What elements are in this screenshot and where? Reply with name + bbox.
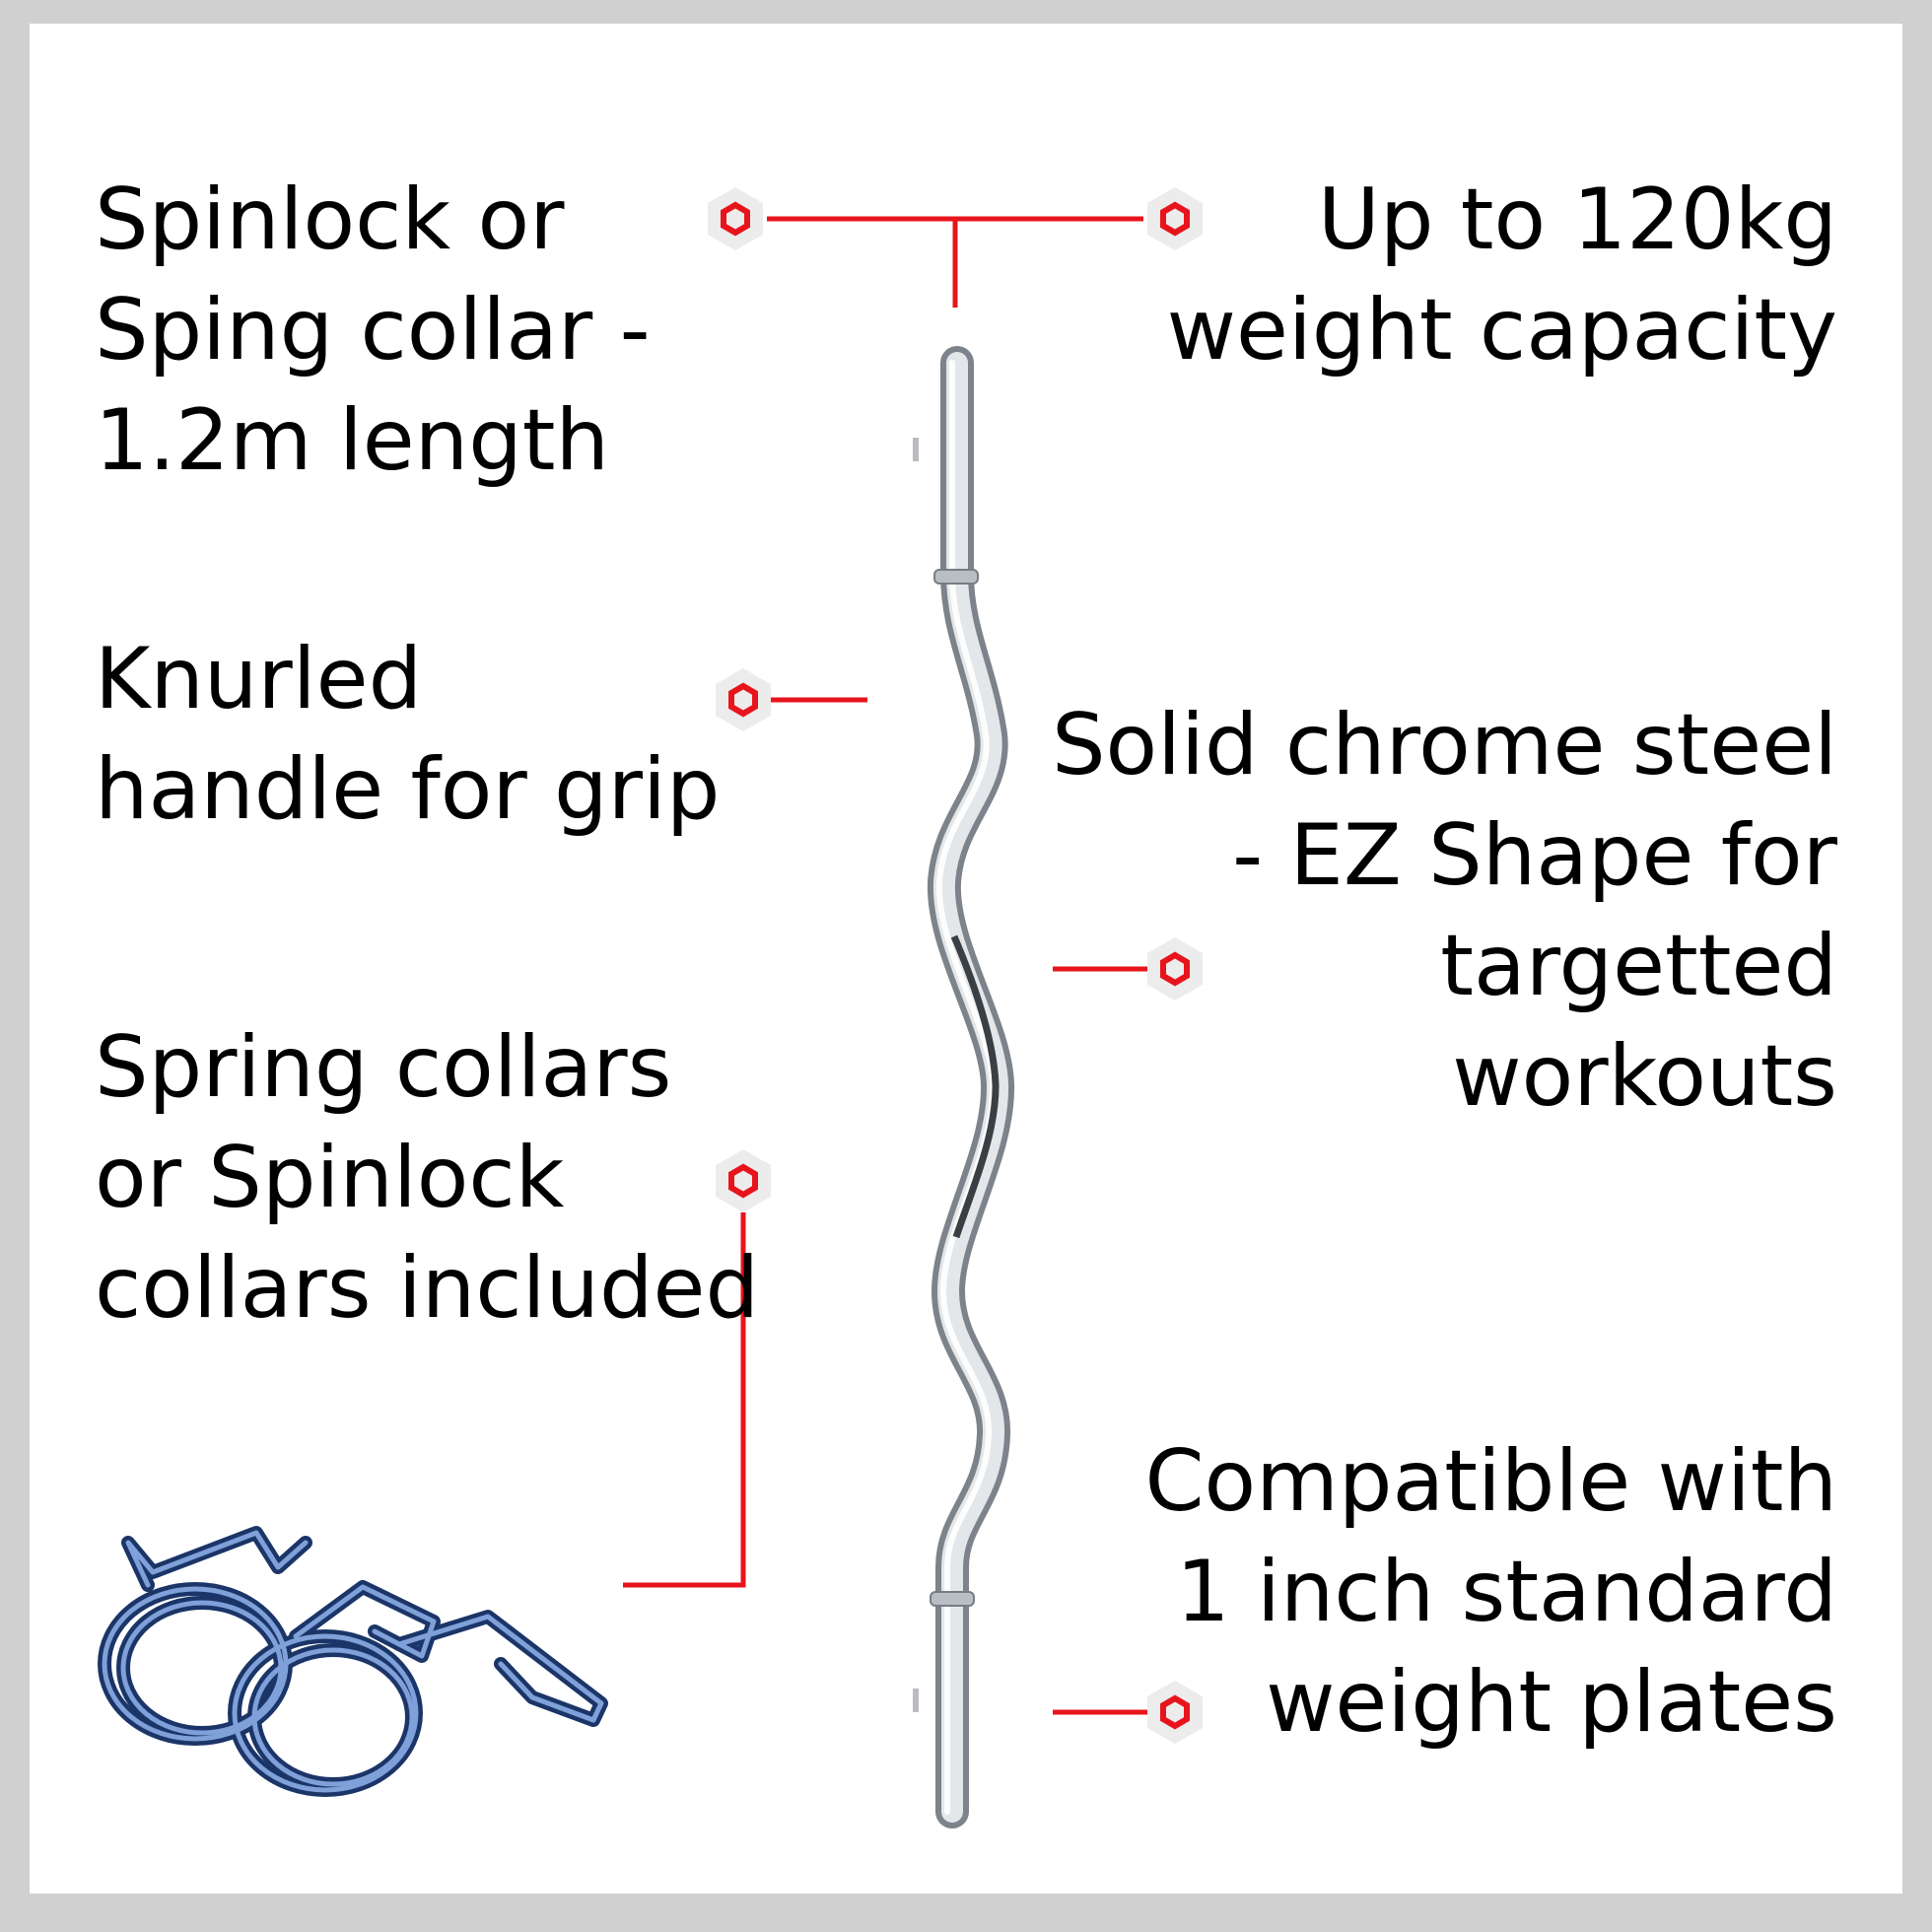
feature-text-line: Up to 120kg	[1317, 171, 1837, 269]
spring-collars	[98, 1526, 608, 1797]
feature-text-line: 1 inch standard	[1175, 1543, 1837, 1641]
connector-collars	[623, 1212, 746, 1588]
hexagon-marker-icon	[708, 187, 763, 250]
feature-collars-included: Spring collars or Spinlock collars inclu…	[95, 1012, 759, 1344]
feature-text-line: 1.2m length	[95, 391, 610, 490]
feature-text-line: workouts	[1452, 1027, 1837, 1126]
feature-text-line: Sping collar -	[95, 281, 651, 380]
feature-compatibility: Compatible with 1 inch standard weight p…	[1144, 1426, 1837, 1758]
feature-text-line: - EZ Shape for	[1232, 806, 1837, 905]
feature-text-line: Spring collars	[95, 1018, 672, 1117]
feature-text-line: handle for grip	[95, 740, 721, 839]
feature-chrome-steel: Solid chrome steel - EZ Shape for target…	[1052, 690, 1837, 1132]
feature-text-line: weight plates	[1266, 1653, 1837, 1752]
feature-text-line: Spinlock or	[95, 171, 565, 269]
feature-text-line: Knurled	[95, 630, 423, 728]
hexagon-marker-icon	[716, 668, 771, 731]
feature-text-line: collars included	[95, 1239, 760, 1338]
feature-text-line: or Spinlock	[95, 1129, 565, 1227]
connector-top	[767, 216, 1143, 308]
feature-collar-length: Spinlock or Sping collar - 1.2m length	[95, 165, 651, 496]
feature-text-line: weight capacity	[1166, 281, 1837, 380]
feature-text-line: targetted	[1440, 917, 1837, 1015]
feature-weight-capacity: Up to 120kg weight capacity	[1167, 165, 1837, 385]
feature-text-line: Compatible with	[1144, 1432, 1837, 1531]
feature-knurled-handle: Knurled handle for grip	[95, 624, 720, 845]
ez-curl-bar	[913, 346, 1015, 1828]
feature-text-line: Solid chrome steel	[1051, 696, 1837, 794]
